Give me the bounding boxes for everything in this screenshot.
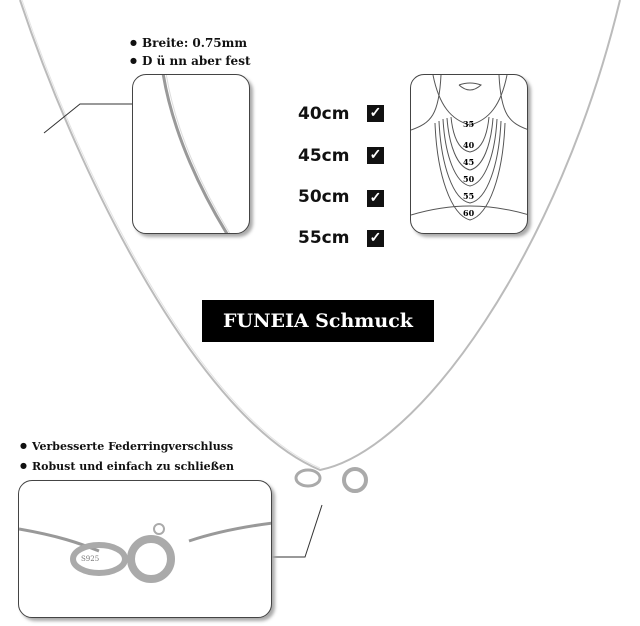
check-icon: ✓ [367, 230, 384, 247]
clasp-stamp: S925 [81, 555, 100, 563]
clasp-closeup-box: S925 [18, 480, 272, 618]
length-55: 55cm [298, 228, 350, 248]
size-chart-box: 35 40 45 50 55 60 [410, 74, 528, 234]
size-45: 45 [463, 157, 475, 167]
size-55: 55 [463, 191, 475, 201]
size-40: 40 [463, 140, 475, 150]
feature-robust: Robust und einfach zu schließen [20, 460, 234, 473]
check-icon: ✓ [367, 147, 384, 164]
chain-closeup-box [132, 74, 250, 234]
length-45: 45cm [298, 146, 350, 166]
size-60: 60 [463, 208, 475, 218]
brand-banner: FUNEIA Schmuck [202, 300, 434, 342]
feature-width: Breite: 0.75mm [130, 36, 247, 50]
check-icon: ✓ [367, 105, 384, 122]
feature-clasp: Verbesserte Federringverschluss [20, 440, 233, 453]
size-50: 50 [463, 174, 475, 184]
size-35: 35 [463, 119, 475, 129]
neck-outline-icon [411, 75, 527, 221]
length-40: 40cm [298, 104, 350, 124]
length-50: 50cm [298, 187, 350, 207]
clasp-closeup-image [19, 521, 271, 583]
feature-thin: D ü nn aber fest [130, 54, 251, 68]
chain-closeup-image [161, 75, 231, 233]
check-icon: ✓ [367, 190, 384, 207]
